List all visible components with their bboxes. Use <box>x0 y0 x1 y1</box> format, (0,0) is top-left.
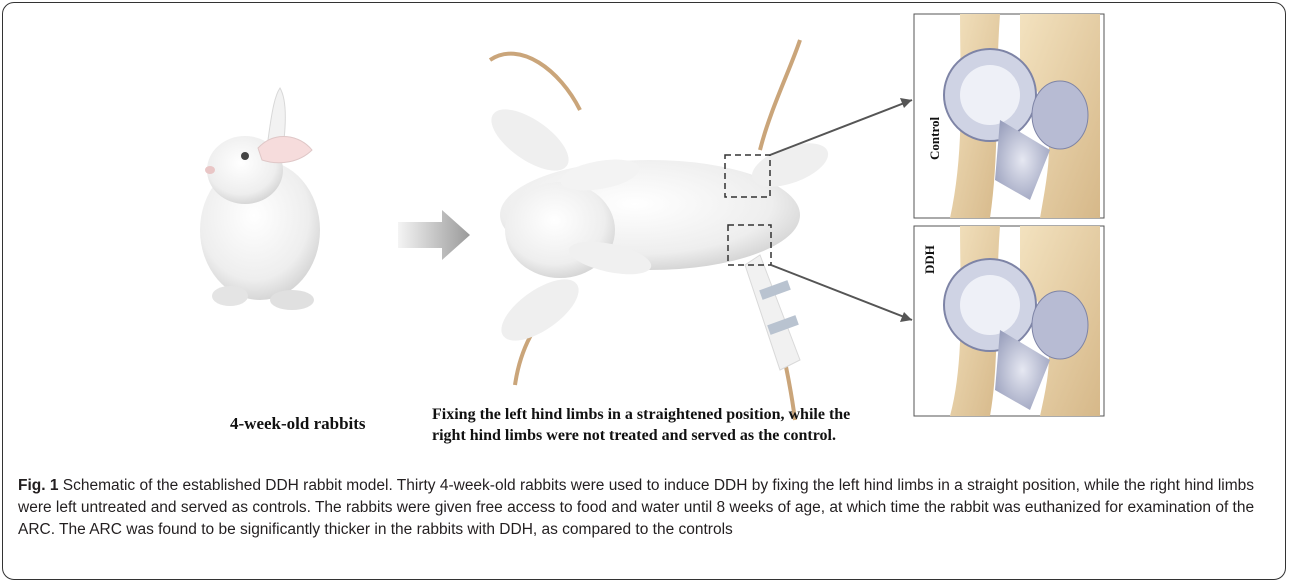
ddh-hip-panel <box>914 226 1104 416</box>
caption-text: Schematic of the established DDH rabbit … <box>18 477 1254 538</box>
fixing-description-label: Fixing the left hind limbs in a straight… <box>432 404 872 446</box>
ddh-panel-label: DDH <box>922 245 938 274</box>
rabbits-label: 4-week-old rabbits <box>230 414 366 434</box>
figure-caption: Fig. 1 Schematic of the established DDH … <box>18 475 1270 541</box>
process-arrow <box>398 210 470 260</box>
sitting-rabbit-image <box>200 88 320 310</box>
figure-number: Fig. 1 <box>18 477 58 494</box>
fixing-description-line2: right hind limbs were not treated and se… <box>432 425 872 446</box>
control-panel-label: Control <box>927 117 943 160</box>
fixed-rabbit-image <box>482 40 912 420</box>
fixing-description-line1: Fixing the left hind limbs in a straight… <box>432 404 872 425</box>
figure-illustration <box>0 0 1290 460</box>
